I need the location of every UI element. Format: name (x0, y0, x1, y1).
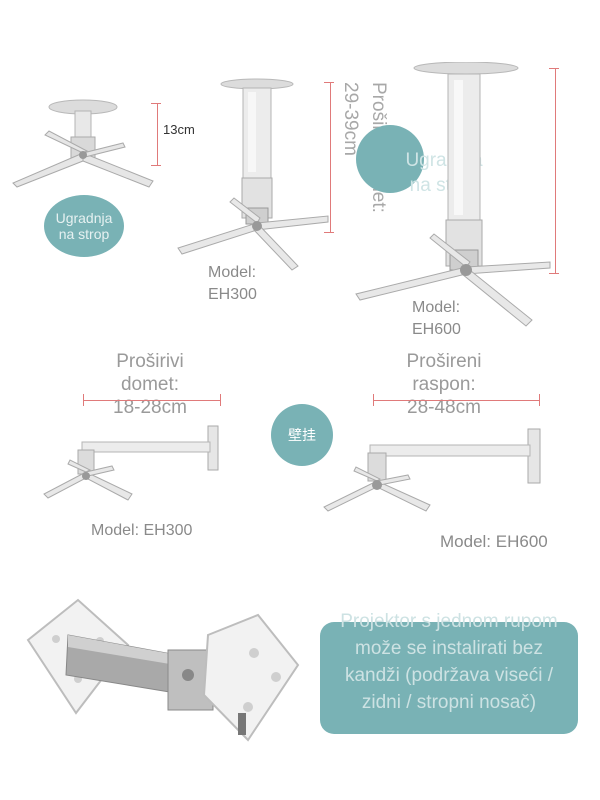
eh600-model-label: Model: EH600 (412, 297, 461, 341)
wall-mount-eh600-image (323, 428, 541, 512)
dimension-tick (324, 232, 334, 233)
range-dimension-line (330, 82, 331, 232)
eh300-model-label: Model: EH300 (208, 262, 257, 306)
small-mount-dimension: 13cm (163, 122, 195, 137)
ceiling-mount-badge-left: Ugradnja na strop (44, 195, 124, 257)
model-line: EH600 (412, 321, 461, 338)
wall-arm-closeup-image (26, 598, 300, 742)
model-line: Model: (412, 299, 461, 316)
dimension-tick (549, 68, 559, 69)
eh300-wall-range-text: Proširivi domet: 18-28cm (90, 350, 210, 419)
dimension-tick (549, 273, 559, 274)
dimension-tick (539, 394, 540, 406)
range-line: raspon: (412, 374, 476, 395)
range-line: Prošireni (406, 351, 482, 372)
dimension-tick (151, 103, 161, 104)
range-line: 28-48cm (407, 397, 481, 418)
eh600-dimension-line (555, 68, 556, 273)
dimension-tick (151, 165, 161, 166)
wall-mount-badge: 壁挂 (271, 404, 333, 466)
info-panel (320, 622, 578, 734)
dimension-tick (324, 82, 334, 83)
eh600-wall-range-text: Prošireni raspon: 28-48cm (384, 350, 504, 419)
dimension-tick (220, 394, 221, 406)
eh600-wall-model: Model: EH600 (440, 532, 548, 551)
range-line: domet: (120, 374, 180, 395)
ceiling-mount-small-image (12, 99, 154, 188)
ceiling-mount-eh600-image (355, 62, 551, 327)
dimension-tick (373, 394, 374, 406)
ceiling-mount-badge-right (356, 125, 424, 193)
wall-range-dimension-line (83, 400, 220, 401)
badge-text: Ugradnja na strop (55, 210, 113, 242)
range-line: 18-28cm (113, 397, 187, 418)
wall-mount-eh300-image (43, 425, 219, 501)
info-text: Projektor s jednom rupom može se instali… (340, 611, 558, 713)
range-line: Proširivi (116, 351, 184, 372)
height-dimension-line (157, 103, 158, 165)
wall-range-dimension-line (373, 400, 539, 401)
badge-text: 壁挂 (288, 427, 316, 443)
model-line: EH300 (208, 286, 257, 303)
model-line: Model: (208, 264, 257, 281)
eh300-wall-model: Model: EH300 (91, 522, 193, 539)
dimension-tick (83, 394, 84, 406)
ceiling-mount-eh300-image (177, 78, 329, 271)
